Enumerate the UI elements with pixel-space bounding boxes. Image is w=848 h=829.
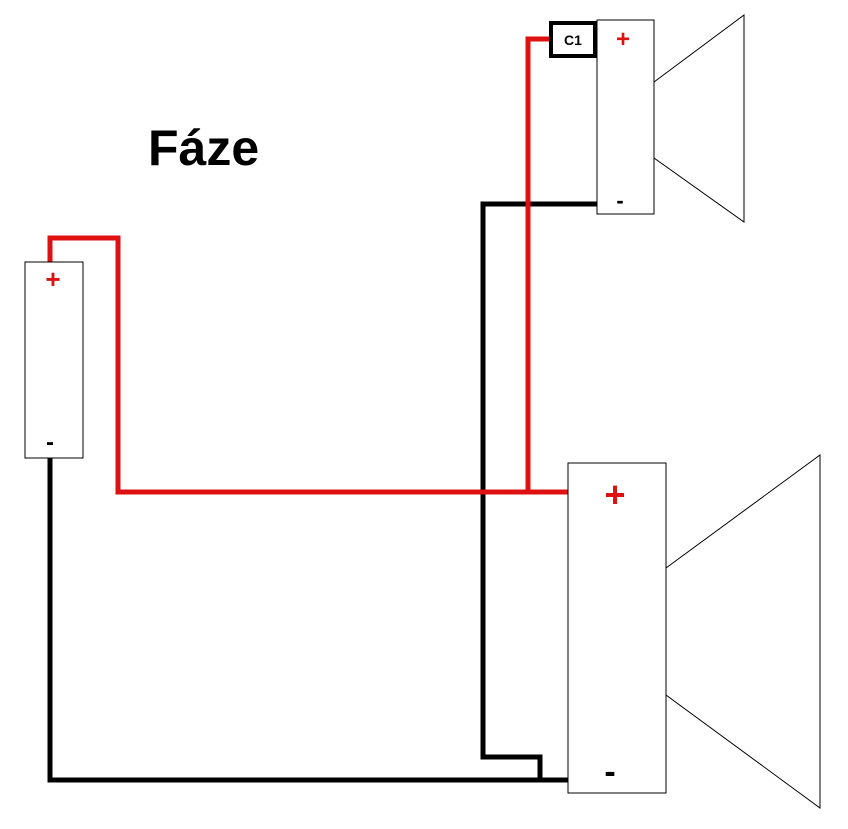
- source-negative-wire: [47, 458, 568, 783]
- positive-wires: [47, 36, 568, 495]
- tweeter-body: [596, 19, 655, 215]
- woofer-cone: [665, 454, 821, 809]
- woofer-plus-label: +: [604, 474, 625, 515]
- source-body: [24, 261, 84, 459]
- source-minus-label: -: [46, 429, 54, 456]
- tweeter-plus-label: +: [616, 26, 630, 53]
- tweeter-positive-wire: [525, 36, 551, 492]
- tweeter-cone: [653, 14, 745, 223]
- source-plus-label: +: [45, 264, 60, 294]
- capacitor-label: C1: [564, 32, 582, 48]
- source-terminal-block: + -: [24, 261, 84, 459]
- tweeter-minus-label: -: [616, 188, 623, 213]
- tweeter-negative-wire: [480, 201, 597, 780]
- negative-wires: [47, 201, 597, 783]
- woofer-speaker: + -: [567, 454, 821, 809]
- capacitor-c1: C1: [549, 21, 597, 58]
- woofer-body: [567, 462, 667, 794]
- diagram-title: Fáze: [148, 120, 259, 176]
- capacitor-body: [549, 21, 597, 58]
- tweeter-speaker: + -: [596, 14, 745, 223]
- woofer-minus-label: -: [604, 753, 615, 791]
- source-positive-wire: [47, 235, 568, 495]
